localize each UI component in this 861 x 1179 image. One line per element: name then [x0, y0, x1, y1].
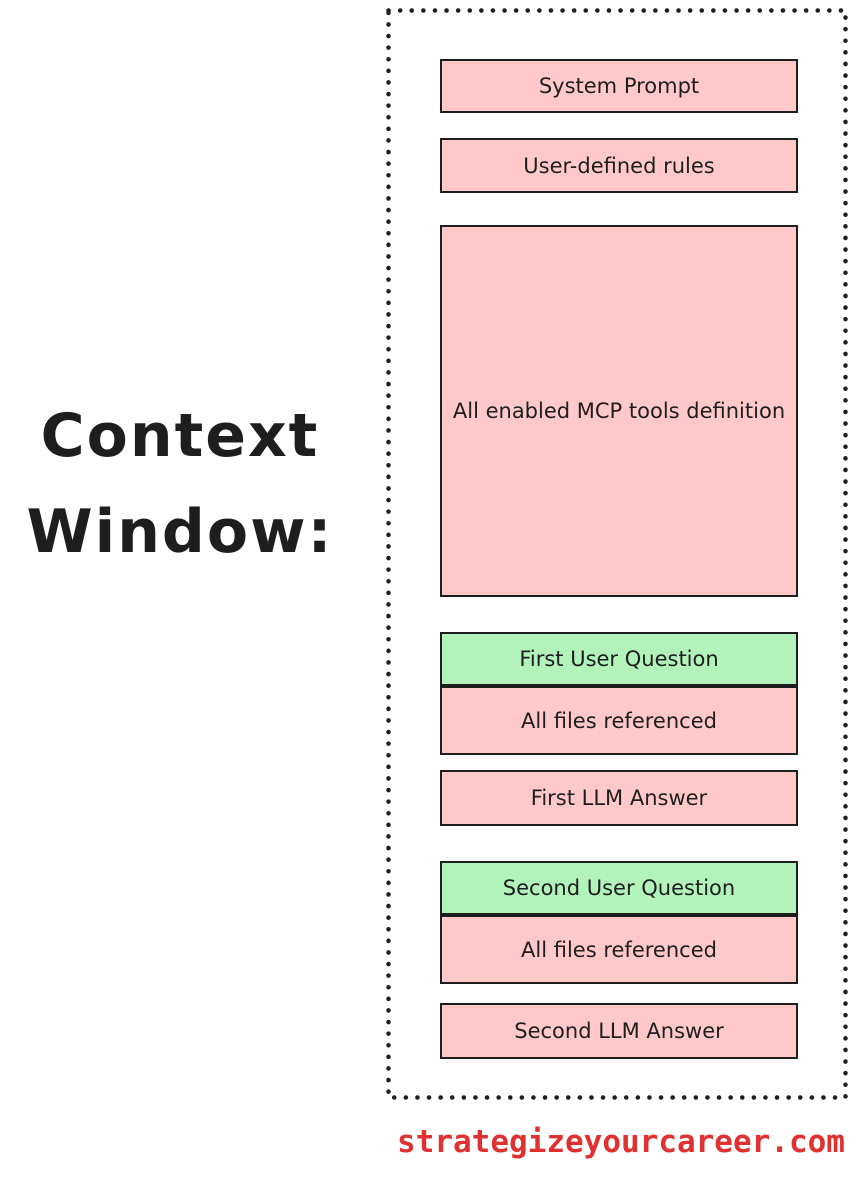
block-second-llm-answer: Second LLM Answer — [440, 1003, 798, 1059]
block-all-files-referenced-1: All files referenced — [440, 686, 798, 755]
page-title: Context Window: — [26, 401, 334, 567]
block-label: First LLM Answer — [530, 786, 708, 810]
block-label: Second User Question — [502, 876, 736, 900]
block-second-user-question: Second User Question — [440, 861, 798, 915]
block-label: First User Question — [519, 647, 719, 671]
block-label: Second LLM Answer — [514, 1019, 724, 1043]
block-first-llm-answer: First LLM Answer — [440, 770, 798, 826]
block-label: All files referenced — [521, 708, 717, 733]
block-mcp-tools-definition: All enabled MCP tools definition — [440, 225, 798, 597]
block-label: All enabled MCP tools definition — [452, 399, 786, 423]
block-all-files-referenced-2: All files referenced — [440, 915, 798, 984]
context-window-container: System Prompt User-defined rules All ena… — [388, 8, 846, 1100]
block-user-defined-rules: User-defined rules — [440, 138, 798, 193]
block-system-prompt: System Prompt — [440, 59, 798, 113]
block-label: System Prompt — [538, 74, 700, 98]
watermark-url: strategizeyourcareer.com — [397, 1124, 845, 1160]
block-first-user-question: First User Question — [440, 632, 798, 686]
block-label: User-defined rules — [523, 153, 715, 178]
block-label: All files referenced — [521, 937, 717, 962]
